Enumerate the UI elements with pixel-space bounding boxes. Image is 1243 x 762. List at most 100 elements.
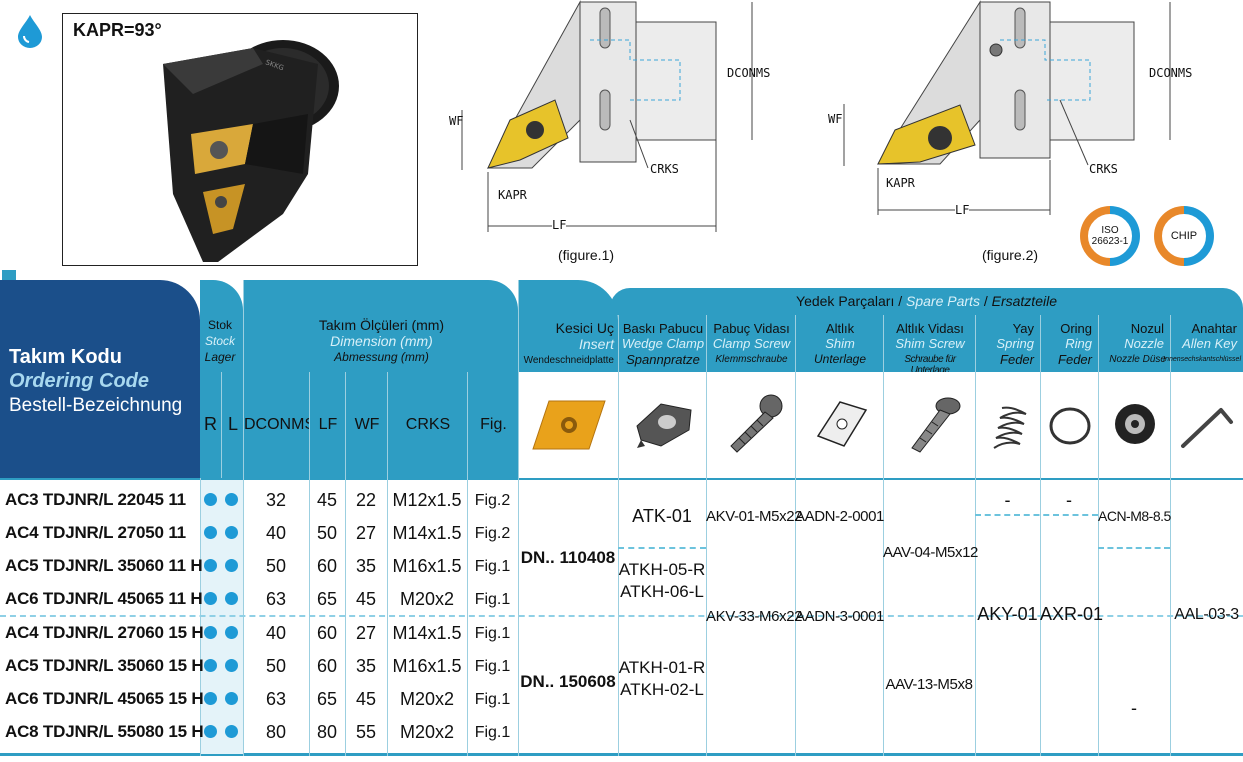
shim-b: AADN-3-0001 [795,608,884,625]
row-3-code: AC6 TDJNR/L 45065 11 H [5,589,203,608]
shim-screw-b: AAV-13-M5x8 [885,676,973,693]
stock-l-header: L [221,372,243,478]
wf-col-header: WF [345,372,387,478]
figure-2-lf-label: LF [955,203,970,217]
row-7-code: AC8 TDJNR/L 55080 15 H [5,722,204,741]
row-4-stock-l [225,626,238,639]
stock-header: Stok Stock Lager [200,280,243,372]
figure-1-lf-label: LF [552,218,567,232]
row-5-stock-l [225,659,238,672]
product-photo-panel: KAPR=93° SKKG [62,13,418,266]
figure-1-caption: (figure.1) [558,247,615,263]
spring-header: Yay Spring Feder [975,315,1040,372]
wedge-clamp-image-cell [618,372,706,478]
figure-2-kapr-label: KAPR [886,176,915,190]
dconms-col-header: DCONMS [243,372,315,478]
figure-2-drawing [843,0,1171,215]
insert-image-cell [518,372,618,478]
nozzle-icon [1115,404,1155,444]
shim-image-cell [795,372,883,478]
row-5-code: AC5 TDJNR/L 35060 15 H [5,656,204,675]
allen-key-header: Anahtar Allen Key Innensechskantschlüsse… [1163,315,1243,372]
spare-parts-band: Yedek Parçaları / Spare Parts / Ersatzte… [610,288,1243,315]
ordering-code-de: Bestell-Bezeichnung [9,395,183,416]
ring-code: AXR-01 [1040,604,1104,624]
row-3-stock-l [225,592,238,605]
ordering-code-tr: Takım Kodu [9,346,122,368]
row-7-stock-l [225,725,238,738]
clamp-screw-icon [730,394,783,453]
ring-dash: - [1066,490,1072,510]
clamp-screw-a: AKV-01-M5x22 [706,508,803,525]
shim-icon [816,401,868,447]
wedge-clamp-header: Baskı Pabucu Wedge Clamp Spannpratze [618,315,706,372]
row-6-stock-l [225,692,238,705]
row-5-stock-r [204,659,217,672]
row-0-stock-r [204,493,217,506]
row-1-code: AC4 TDJNR/L 27050 11 [5,523,186,542]
row-4-stock-r [204,626,217,639]
clamp-screw-image-cell [706,372,795,478]
stock-r-header: R [200,372,221,478]
insert-header: Kesici Uç Insert Wendeschneidplatte [518,280,618,372]
coolant-drop-icon [18,15,42,48]
clamp-a: ATK-01 [632,506,692,526]
lf-col-header: LF [309,372,345,478]
ordering-code-en: Ordering Code [9,370,150,392]
stock-body-band [200,480,243,754]
figure-1-kapr-label: KAPR [498,188,527,202]
nozzle-dash: - [1131,698,1137,718]
allen-key-code: AAL-03-3 [1174,606,1239,623]
row-7-stock-r [204,725,217,738]
figure-1-wf-label: WF [449,114,464,128]
ordering-code-header: Takım Kodu Ordering Code Bestell-Bezeich… [0,280,200,478]
row-0-code: AC3 TDJNR/L 22045 11 [5,490,186,509]
spring-dash: - [1004,490,1011,510]
figure-1-crks-label: CRKS [650,162,679,176]
row-2-stock-r [204,559,217,572]
chip-badge: CHIP [1154,206,1214,266]
shim-screw-icon [911,397,961,453]
shim-screw-a: AAV-04-M5x12 [883,544,978,561]
shim-a: AADN-2-0001 [795,508,884,525]
clamp-c2: ATKH-02-L [620,680,704,699]
figure-1-dconms-label: DCONMS [727,66,771,80]
row-3-stock-r [204,592,217,605]
shim-screw-image-cell [883,372,975,478]
clamp-screw-header: Pabuç Vidası Clamp Screw Klemmschraube [706,315,795,372]
spring-code: AKY-01 [977,604,1038,624]
ring-header: Oring Ring Feder [1040,315,1098,372]
row-6-stock-r [204,692,217,705]
clamp-screw-b: AKV-33-M6x22 [706,608,803,625]
figure-1-drawing [461,0,753,232]
dimensions-header: Takım Ölçüleri (mm) Dimension (mm) Abmes… [243,280,518,372]
allen-key-icon [1181,408,1233,448]
shim-header: Altlık Shim Unterlage [795,315,883,372]
allen-key-image-cell [1170,372,1243,478]
insert-11-code: DN.. 110408 [520,548,616,567]
wedge-clamp-icon [636,403,692,448]
insert-15-code: DN.. 150608 [520,672,616,691]
row-6-code: AC6 TDJNR/L 45065 15 H [5,689,204,708]
nozzle-code: ACN-M8-8.5 [1098,508,1171,524]
spring-icon [993,406,1027,449]
clamp-c1: ATKH-01-R [618,658,706,677]
nozzle-header: Nozul Nozzle Nozzle Düse [1098,315,1170,372]
kapr-title: KAPR=93° [73,20,162,40]
row-2-code: AC5 TDJNR/L 35060 11 H [5,556,203,575]
row-4-code: AC4 TDJNR/L 27060 15 H [5,623,204,642]
clamp-b1: ATKH-05-R [618,560,706,579]
figure-2-caption: (figure.2) [982,247,1039,263]
o-ring-icon [1049,407,1091,445]
spring-image-cell [975,372,1040,478]
crks-col-header: CRKS [387,372,467,478]
figure-2-wf-label: WF [828,112,843,126]
insert-icon [532,400,606,450]
row-2-stock-l [225,559,238,572]
figure-2-crks-label: CRKS [1089,162,1118,176]
nozzle-image-cell [1098,372,1170,478]
row-1-stock-r [204,526,217,539]
row-0-stock-l [225,493,238,506]
figure-2-dconms-label: DCONMS [1149,66,1193,80]
